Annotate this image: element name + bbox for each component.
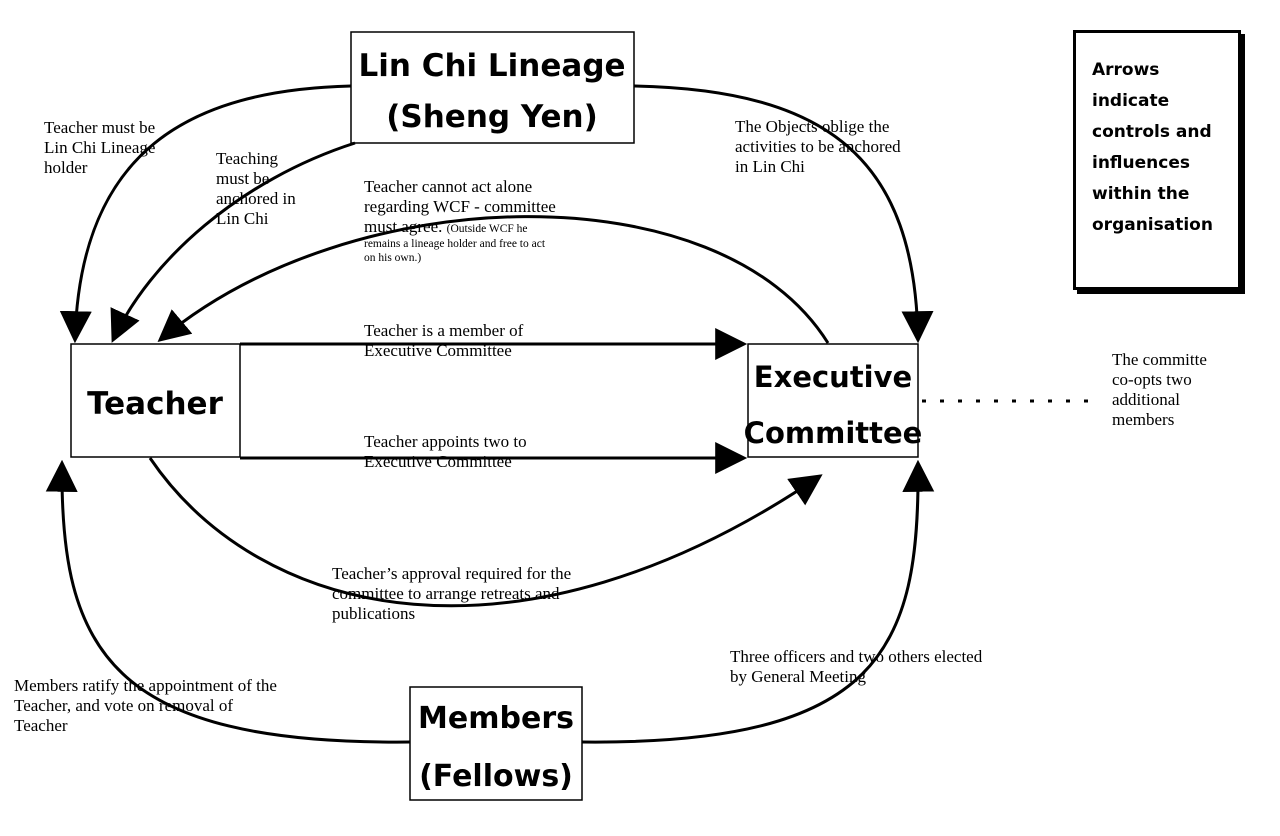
arrow-teaching-anchored xyxy=(110,141,356,343)
legend-box: Arrows indicate controls and influences … xyxy=(1073,30,1241,290)
label-coopts: The committe co-opts two additional memb… xyxy=(1112,350,1207,429)
teacher-box: Teacher xyxy=(70,343,241,458)
arrow-lineage-to-teacher xyxy=(59,84,352,344)
lineage-box: Lin Chi Lineage (Sheng Yen) xyxy=(350,31,635,144)
arrow-committee-to-teacher xyxy=(157,215,830,344)
members-title-line2: (Fellows) xyxy=(419,759,573,794)
label-teacher-lineage-holder: Teacher must be Lin Chi Lineage holder xyxy=(44,118,156,177)
arrow-members-to-committee xyxy=(581,459,935,744)
legend-line: within the xyxy=(1092,184,1190,204)
members-title-line1: Members xyxy=(418,701,574,736)
label-cannot-act-alone: Teacher cannot act alone regarding WCF -… xyxy=(364,177,556,264)
label-officers-elected: Three officers and two others elected by… xyxy=(730,647,983,686)
arrow-teacher-approval xyxy=(148,457,823,608)
committee-title-line1: Executive xyxy=(754,360,912,394)
label-approval-required: Teacher’s approval required for the comm… xyxy=(332,564,572,623)
committee-title-line2: Committee xyxy=(744,416,923,450)
label-member-of-committee: Teacher is a member of Executive Committ… xyxy=(364,321,524,360)
arrow-members-to-teacher xyxy=(45,459,411,744)
teacher-title: Teacher xyxy=(87,386,223,422)
lineage-title-line1: Lin Chi Lineage xyxy=(358,48,625,84)
label-objects-oblige: The Objects oblige the activities to be … xyxy=(735,117,901,176)
lineage-title-line2: (Sheng Yen) xyxy=(386,99,598,135)
members-box: Members (Fellows) xyxy=(409,686,583,801)
legend-line: organisation xyxy=(1092,215,1213,235)
executive-committee-box: Executive Committee xyxy=(744,343,923,458)
label-appoints-two: Teacher appoints two to Executive Commit… xyxy=(364,432,527,471)
legend-line: influences xyxy=(1092,153,1190,173)
label-members-ratify: Members ratify the appointment of the Te… xyxy=(14,676,277,735)
arrow-lineage-to-committee xyxy=(633,84,934,344)
legend-line: Arrows xyxy=(1092,60,1160,80)
legend-line: indicate xyxy=(1092,91,1170,111)
legend-line: controls and xyxy=(1092,122,1212,142)
label-teaching-anchored: Teaching must be anchored in Lin Chi xyxy=(216,149,296,228)
